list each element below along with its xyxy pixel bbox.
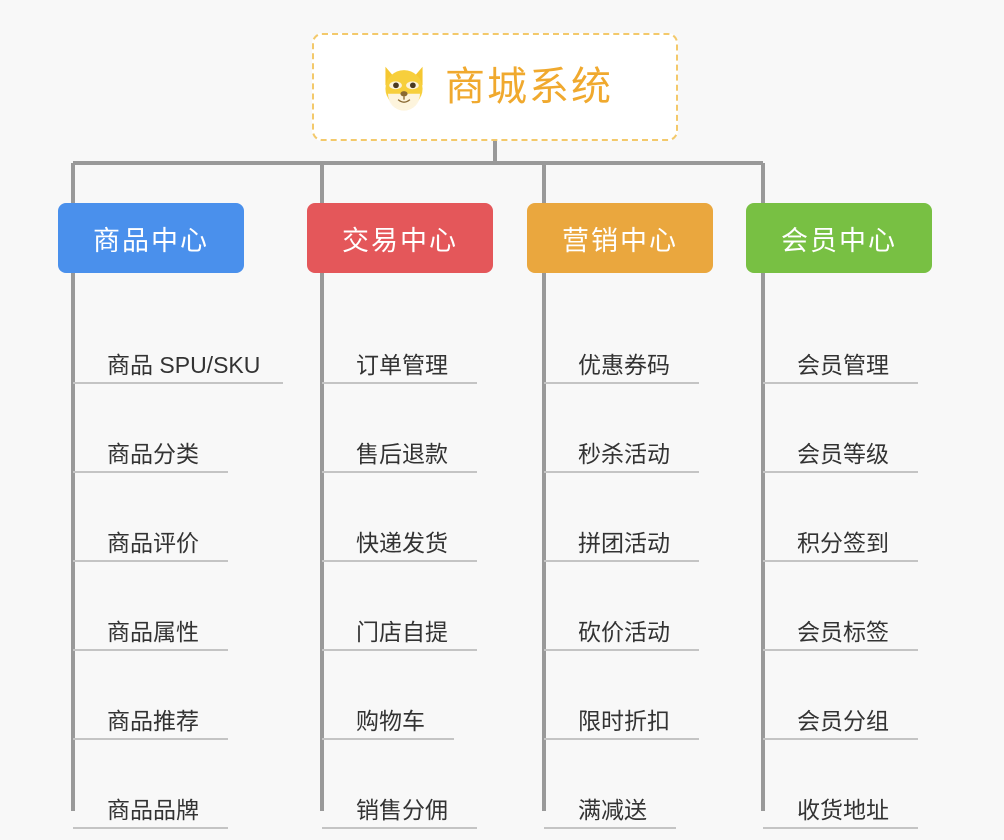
- leaf-underline: [544, 827, 676, 829]
- leaf-label: 商品品牌: [107, 796, 199, 823]
- leaf-list: 订单管理售后退款快递发货门店自提购物车销售分佣: [322, 295, 493, 829]
- leaf-underline: [73, 827, 228, 829]
- leaf-item[interactable]: 会员等级: [763, 384, 932, 473]
- leaf-label: 销售分佣: [356, 796, 448, 823]
- leaf-underline: [73, 382, 283, 384]
- leaf-underline: [763, 560, 918, 562]
- category-column-1: 商品中心商品 SPU/SKU 商品分类商品评价商品属性商品推荐商品品牌: [58, 203, 283, 829]
- leaf-underline: [544, 738, 699, 740]
- leaf-underline: [544, 649, 699, 651]
- leaf-label: 会员分组: [797, 707, 889, 734]
- category-column-4: 会员中心会员管理会员等级积分签到会员标签会员分组收货地址: [746, 203, 932, 829]
- leaf-item[interactable]: 收货地址: [763, 740, 932, 829]
- leaf-underline: [763, 471, 918, 473]
- leaf-item[interactable]: 优惠券码: [544, 295, 713, 384]
- root-title: 商城系统: [445, 65, 613, 109]
- leaf-underline: [73, 649, 228, 651]
- leaf-label: 快递发货: [356, 529, 448, 556]
- leaf-label: 收货地址: [797, 796, 889, 823]
- leaf-underline: [544, 471, 699, 473]
- leaf-label: 商品属性: [107, 618, 199, 645]
- leaf-item[interactable]: 订单管理: [322, 295, 493, 384]
- root-node-mall-system[interactable]: 商城系统: [312, 33, 678, 141]
- category-column-2: 交易中心订单管理售后退款快递发货门店自提购物车销售分佣: [307, 203, 493, 829]
- leaf-item[interactable]: 会员标签: [763, 562, 932, 651]
- leaf-item[interactable]: 拼团活动: [544, 473, 713, 562]
- leaf-label: 会员管理: [797, 351, 889, 378]
- category-box[interactable]: 交易中心: [307, 203, 493, 273]
- leaf-list: 商品 SPU/SKU 商品分类商品评价商品属性商品推荐商品品牌: [73, 295, 283, 829]
- leaf-item[interactable]: 限时折扣: [544, 651, 713, 740]
- leaf-item[interactable]: 商品品牌: [73, 740, 266, 829]
- leaf-item[interactable]: 砍价活动: [544, 562, 713, 651]
- category-label: 会员中心: [781, 225, 897, 256]
- leaf-underline: [322, 560, 477, 562]
- category-label: 交易中心: [342, 225, 458, 256]
- shiba-dog-face-icon: [385, 66, 423, 111]
- leaf-label: 会员等级: [797, 440, 889, 467]
- leaf-item[interactable]: 售后退款: [322, 384, 493, 473]
- leaf-underline: [73, 738, 228, 740]
- leaf-item[interactable]: 商品评价: [73, 473, 266, 562]
- leaf-item[interactable]: 商品 SPU/SKU: [73, 295, 283, 384]
- leaf-label: 商品评价: [107, 529, 199, 556]
- leaf-label: 秒杀活动: [578, 440, 670, 467]
- leaf-item[interactable]: 商品分类: [73, 384, 266, 473]
- leaf-label: 商品 SPU/SKU: [107, 351, 261, 378]
- leaf-label: 砍价活动: [578, 618, 670, 645]
- leaf-label: 门店自提: [356, 618, 448, 645]
- leaf-underline: [322, 471, 477, 473]
- leaf-item[interactable]: 商品推荐: [73, 651, 266, 740]
- leaf-label: 限时折扣: [578, 707, 670, 734]
- leaf-underline: [322, 382, 477, 384]
- leaf-item[interactable]: 会员管理: [763, 295, 932, 384]
- leaf-item[interactable]: 秒杀活动: [544, 384, 713, 473]
- leaf-item[interactable]: 商品属性: [73, 562, 266, 651]
- leaf-underline: [763, 738, 918, 740]
- leaf-item[interactable]: 满减送: [544, 740, 713, 829]
- leaf-item[interactable]: 购物车: [322, 651, 493, 740]
- leaf-underline: [73, 471, 228, 473]
- leaf-list: 会员管理会员等级积分签到会员标签会员分组收货地址: [763, 295, 932, 829]
- leaf-item[interactable]: 会员分组: [763, 651, 932, 740]
- category-label: 营销中心: [562, 225, 678, 256]
- leaf-underline: [322, 649, 477, 651]
- leaf-item[interactable]: 积分签到: [763, 473, 932, 562]
- leaf-underline: [73, 560, 228, 562]
- leaf-label: 积分签到: [797, 529, 889, 556]
- leaf-underline: [544, 560, 699, 562]
- leaf-underline: [322, 827, 477, 829]
- leaf-label: 商品推荐: [107, 707, 199, 734]
- leaf-label: 购物车: [356, 707, 425, 734]
- leaf-item[interactable]: 快递发货: [322, 473, 493, 562]
- leaf-label: 会员标签: [797, 618, 889, 645]
- leaf-underline: [763, 649, 918, 651]
- leaf-underline: [322, 738, 454, 740]
- leaf-label: 满减送: [578, 796, 647, 823]
- category-box[interactable]: 商品中心: [58, 203, 244, 273]
- leaf-underline: [544, 382, 699, 384]
- leaf-label: 商品分类: [107, 440, 199, 467]
- category-box[interactable]: 营销中心: [527, 203, 713, 273]
- leaf-item[interactable]: 门店自提: [322, 562, 493, 651]
- leaf-underline: [763, 827, 918, 829]
- leaf-list: 优惠券码秒杀活动拼团活动砍价活动限时折扣满减送: [544, 295, 713, 829]
- category-label: 商品中心: [93, 225, 209, 256]
- leaf-item[interactable]: 销售分佣: [322, 740, 493, 829]
- leaf-underline: [763, 382, 918, 384]
- leaf-label: 售后退款: [356, 440, 448, 467]
- leaf-label: 拼团活动: [578, 529, 670, 556]
- category-column-3: 营销中心优惠券码秒杀活动拼团活动砍价活动限时折扣满减送: [527, 203, 713, 829]
- leaf-label: 订单管理: [356, 351, 448, 378]
- leaf-label: 优惠券码: [578, 351, 670, 378]
- category-box[interactable]: 会员中心: [746, 203, 932, 273]
